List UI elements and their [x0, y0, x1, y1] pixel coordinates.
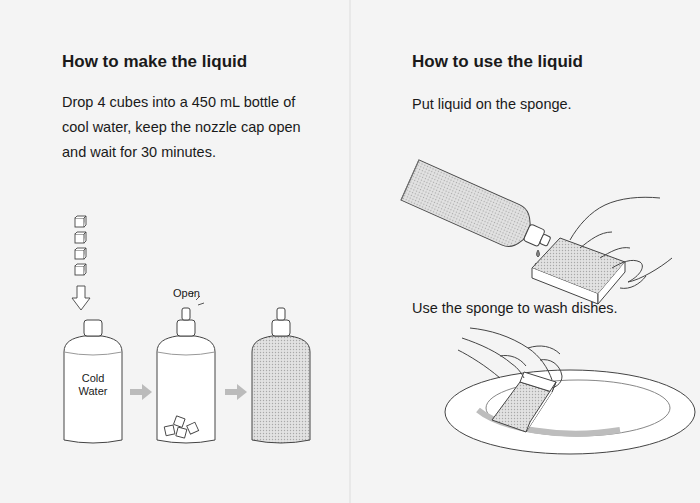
instruction-text: Drop 4 cubes into a 450 mL bottle of coo… [62, 90, 324, 165]
open-label: Open [173, 287, 200, 299]
section-heading: How to use the liquid [412, 52, 583, 72]
instruction-text: Put liquid on the sponge. [412, 92, 672, 117]
water-bottle: Cold Water [62, 318, 124, 446]
instruction-text: Use the sponge to wash dishes. [412, 296, 672, 321]
section-heading: How to make the liquid [62, 52, 247, 72]
bottle-label: Cold Water [68, 372, 118, 398]
